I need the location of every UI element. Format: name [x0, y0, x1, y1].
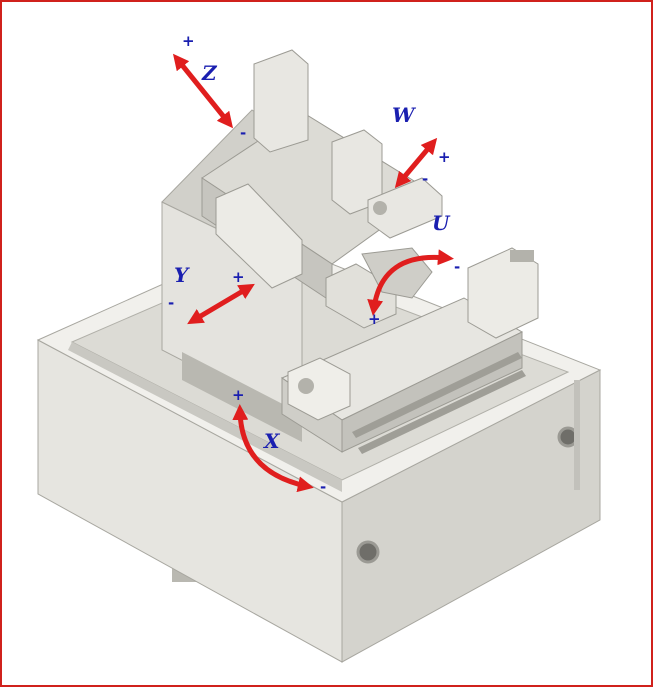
- y-minus-sign: -: [168, 294, 174, 312]
- x-axis-arrow: [232, 404, 314, 493]
- x-plus-sign: +: [232, 386, 245, 404]
- lower-slide: [280, 247, 539, 454]
- lower-rail-1: [352, 352, 522, 438]
- axis-y: Y + -: [168, 263, 255, 325]
- tailstock: [467, 247, 539, 339]
- u-minus-sign: -: [454, 258, 460, 276]
- y-plus-sign: +: [232, 268, 245, 286]
- z-minus-sign: -: [240, 124, 246, 142]
- x-minus-sign: -: [320, 478, 326, 496]
- z-axis-arrow: [172, 53, 234, 129]
- z-axis-label: Z: [201, 61, 218, 85]
- base-edge-slot: [574, 380, 580, 490]
- lower-rail-2: [358, 370, 526, 454]
- w-axis-arrow: [394, 137, 438, 189]
- x-axis-label: X: [262, 429, 281, 453]
- y-axis-arrow: [187, 283, 255, 325]
- head-block-top: [253, 49, 309, 153]
- w-axis-label: W: [392, 103, 417, 127]
- axis-u: U + -: [367, 211, 460, 328]
- head-spindle-left: [215, 183, 303, 289]
- axis-w: W + -: [392, 103, 451, 189]
- w-minus-sign: -: [422, 170, 428, 188]
- axis-x: X + -: [232, 386, 326, 496]
- axis-z: + Z -: [172, 32, 246, 142]
- base-hole-front: [356, 540, 380, 564]
- y-axis-label: Y: [174, 263, 190, 287]
- turret-nose: [298, 378, 314, 394]
- u-axis-label: U: [432, 211, 451, 235]
- z-plus-sign: +: [182, 32, 195, 50]
- tailstock-cap: [510, 250, 534, 262]
- u-plus-sign: +: [368, 310, 381, 328]
- head-spindle-nose: [373, 201, 387, 215]
- w-plus-sign: +: [438, 148, 451, 166]
- u-axis-arrow: [367, 249, 454, 316]
